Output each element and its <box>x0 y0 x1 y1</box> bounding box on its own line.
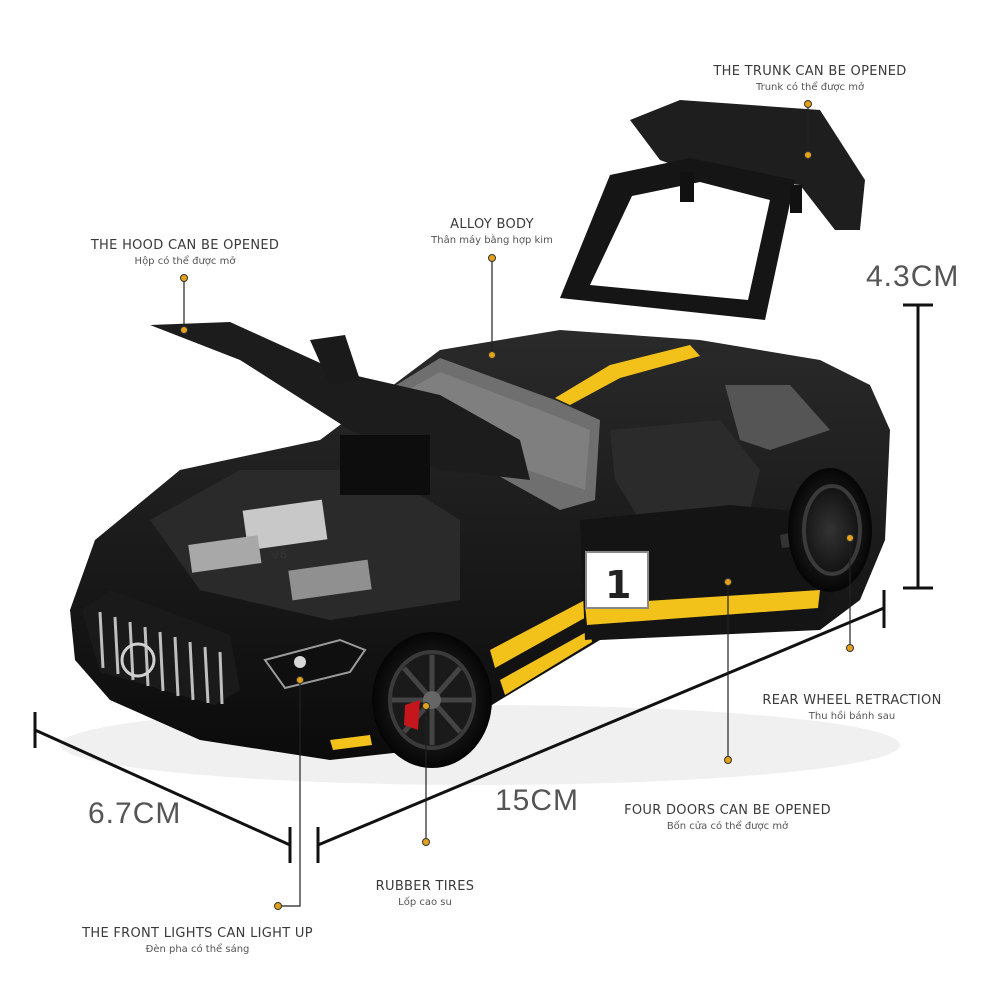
trunk-lid <box>560 100 865 320</box>
door-number: 1 <box>605 563 631 607</box>
callout-alloy-title: ALLOY BODY <box>450 217 534 232</box>
callout-lights: THE FRONT LIGHTS CAN LIGHT UP Đèn pha có… <box>70 926 325 955</box>
callout-doors-subtitle: Bốn cửa có thể được mở <box>666 821 789 832</box>
callout-trunk: THE TRUNK CAN BE OPENED Trunk có thể đượ… <box>705 64 915 93</box>
length-label: 15CM <box>495 784 580 817</box>
open-door: 1 <box>580 505 845 640</box>
callout-tires-title: RUBBER TIRES <box>375 879 475 894</box>
callout-hood: THE HOOD CAN BE OPENED Hộp có thể được m… <box>80 238 290 267</box>
callout-trunk-subtitle: Trunk có thể được mở <box>755 82 865 93</box>
callout-tires: RUBBER TIRES Lốp cao su <box>360 879 490 908</box>
callout-leaders <box>183 104 851 907</box>
engine-badge: V8 <box>270 546 288 563</box>
callout-dots <box>180 100 854 910</box>
callout-hood-subtitle: Hộp có thể được mở <box>134 256 236 267</box>
callout-rear-wheel-title: REAR WHEEL RETRACTION <box>762 693 942 708</box>
callout-doors-title: FOUR DOORS CAN BE OPENED <box>624 803 831 818</box>
rear-wheel <box>788 468 872 592</box>
callout-rear-wheel-subtitle: Thu hồi bánh sau <box>808 711 896 722</box>
callout-rear-wheel: REAR WHEEL RETRACTION Thu hồi bánh sau <box>752 693 952 722</box>
callout-alloy-subtitle: Thân máy bằng hợp kim <box>431 235 553 246</box>
callout-hood-title: THE HOOD CAN BE OPENED <box>90 238 280 253</box>
width-dimension <box>33 712 292 863</box>
width-label: 6.7CM <box>88 797 182 830</box>
callout-trunk-title: THE TRUNK CAN BE OPENED <box>713 64 907 79</box>
height-dimension <box>903 303 933 590</box>
callout-doors: FOUR DOORS CAN BE OPENED Bốn cửa có thể … <box>615 803 840 832</box>
callout-lights-title: THE FRONT LIGHTS CAN LIGHT UP <box>82 926 313 941</box>
length-dimension <box>316 590 886 863</box>
callout-alloy-body: ALLOY BODY Thân máy bằng hợp kim <box>412 217 572 246</box>
callout-lights-subtitle: Đèn pha có thể sáng <box>145 944 250 955</box>
hood-and-engine: V8 <box>150 322 530 620</box>
car-body <box>70 330 890 760</box>
callout-tires-subtitle: Lốp cao su <box>398 897 452 908</box>
front-wheel <box>372 632 492 768</box>
height-label: 4.3CM <box>866 260 960 293</box>
